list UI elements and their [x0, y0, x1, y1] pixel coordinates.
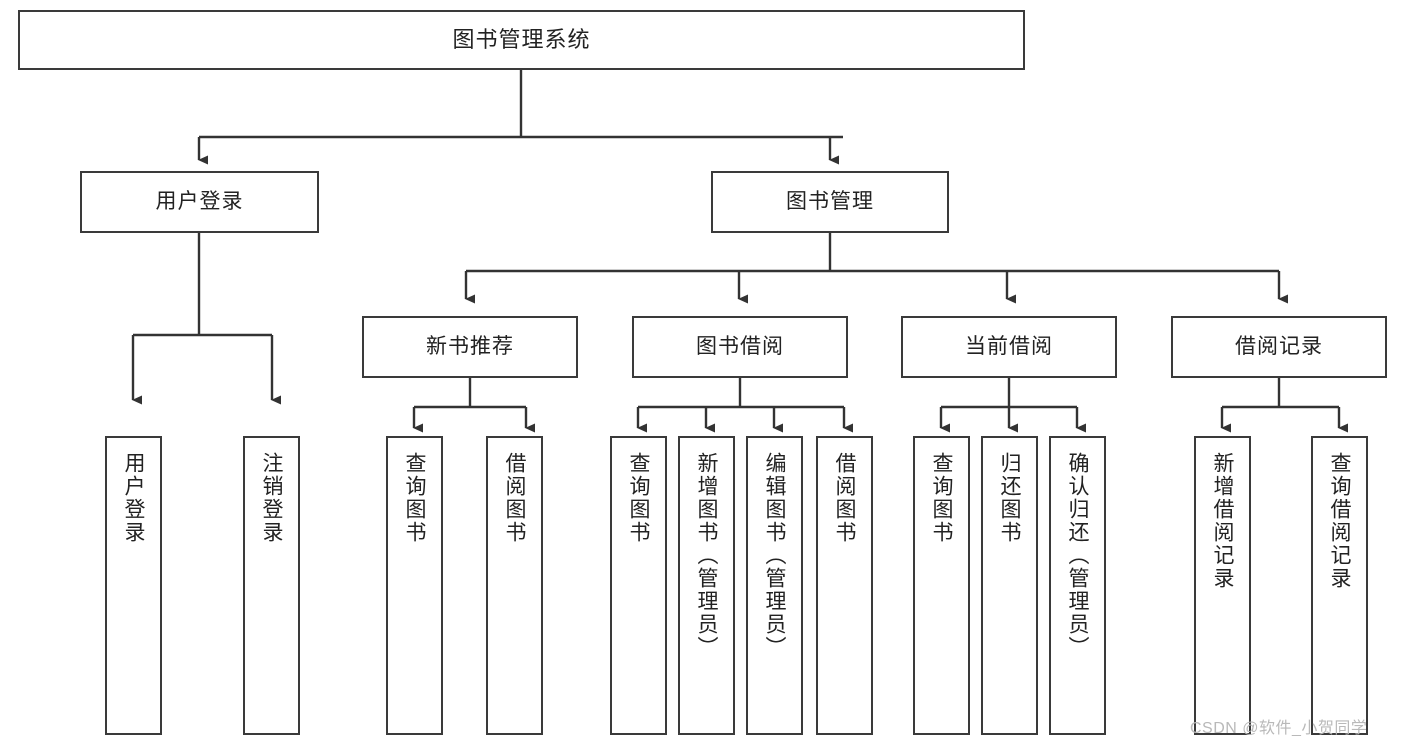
leaf-record-query-label: 查询借阅记录 — [1328, 452, 1351, 590]
leaf-borrow-edit-book-label: 编辑图书（管理员） — [763, 452, 786, 659]
leaf-borrow-add-book-label: 新增图书（管理员） — [695, 452, 718, 659]
leaf-user-login-signin-label: 用户登录 — [122, 452, 145, 544]
node-book-management[interactable]: 图书管理 — [711, 171, 949, 233]
node-current-borrow-label: 当前借阅 — [965, 334, 1053, 358]
leaf-user-login-signout[interactable]: 注销登录 — [243, 436, 300, 735]
leaf-current-query-book[interactable]: 查询图书 — [913, 436, 970, 735]
leaf-user-login-signout-label: 注销登录 — [260, 452, 283, 544]
node-current-borrow[interactable]: 当前借阅 — [901, 316, 1117, 378]
leaf-record-query[interactable]: 查询借阅记录 — [1311, 436, 1368, 735]
csdn-watermark: CSDN @软件_小贺同学 — [1190, 720, 1368, 737]
leaf-borrow-borrow-book-label: 借阅图书 — [833, 452, 856, 544]
node-book-borrow-label: 图书借阅 — [696, 334, 784, 358]
node-user-login-label: 用户登录 — [155, 189, 244, 213]
leaf-new-book-query[interactable]: 查询图书 — [386, 436, 443, 735]
node-new-book-recommend[interactable]: 新书推荐 — [362, 316, 578, 378]
leaf-new-book-borrow[interactable]: 借阅图书 — [486, 436, 543, 735]
leaf-borrow-edit-book[interactable]: 编辑图书（管理员） — [746, 436, 803, 735]
leaf-current-return-book[interactable]: 归还图书 — [981, 436, 1038, 735]
leaf-new-book-borrow-label: 借阅图书 — [503, 452, 526, 544]
node-new-book-recommend-label: 新书推荐 — [426, 334, 514, 358]
leaf-borrow-borrow-book[interactable]: 借阅图书 — [816, 436, 873, 735]
node-borrow-record[interactable]: 借阅记录 — [1171, 316, 1387, 378]
leaf-user-login-signin[interactable]: 用户登录 — [105, 436, 162, 735]
node-book-borrow[interactable]: 图书借阅 — [632, 316, 848, 378]
node-borrow-record-label: 借阅记录 — [1235, 334, 1323, 358]
leaf-current-confirm-return[interactable]: 确认归还（管理员） — [1049, 436, 1106, 735]
leaf-current-query-book-label: 查询图书 — [930, 452, 953, 544]
leaf-borrow-add-book[interactable]: 新增图书（管理员） — [678, 436, 735, 735]
node-root-system-label: 图书管理系统 — [452, 27, 591, 53]
node-book-management-label: 图书管理 — [786, 189, 874, 213]
leaf-borrow-query-book[interactable]: 查询图书 — [610, 436, 667, 735]
node-user-login[interactable]: 用户登录 — [80, 171, 319, 233]
leaf-borrow-query-book-label: 查询图书 — [627, 452, 650, 544]
leaf-current-confirm-return-label: 确认归还（管理员） — [1066, 452, 1089, 659]
node-root-system[interactable]: 图书管理系统 — [18, 10, 1025, 70]
leaf-current-return-book-label: 归还图书 — [998, 452, 1021, 544]
leaf-record-add-label: 新增借阅记录 — [1211, 452, 1234, 590]
leaf-new-book-query-label: 查询图书 — [403, 452, 426, 544]
leaf-record-add[interactable]: 新增借阅记录 — [1194, 436, 1251, 735]
